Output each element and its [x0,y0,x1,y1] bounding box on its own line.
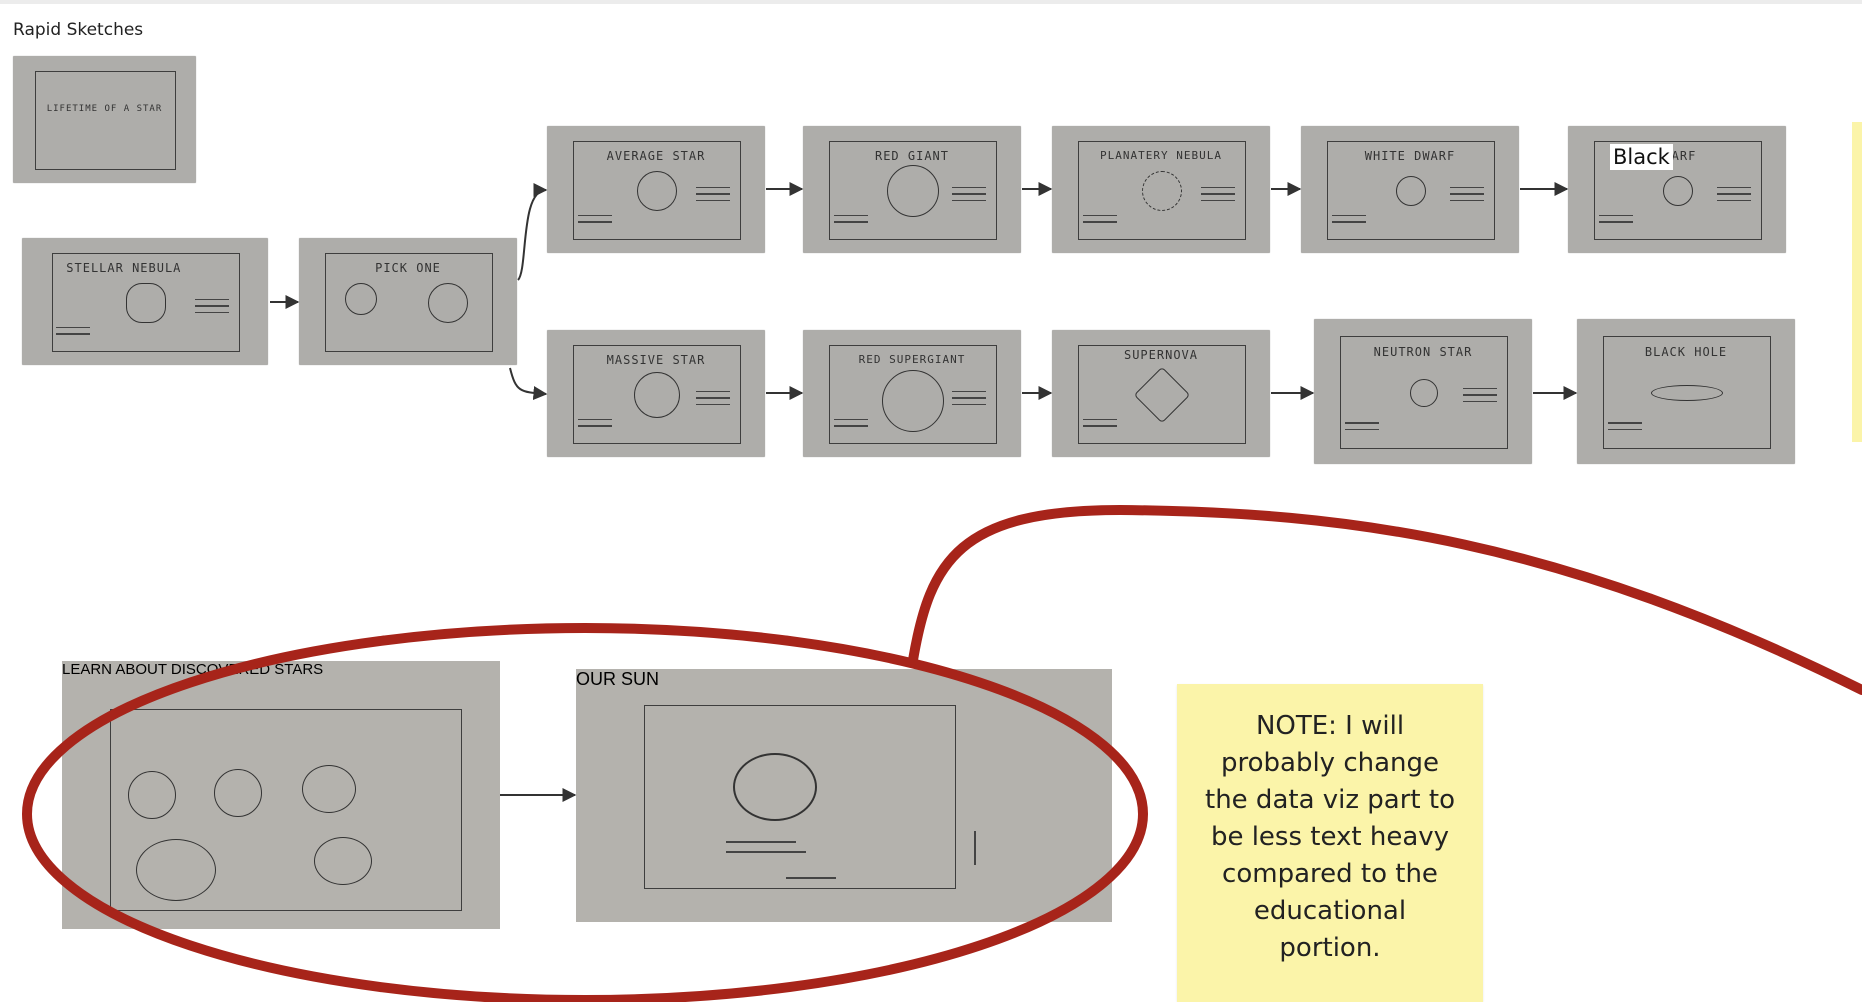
text-lines [1598,210,1633,228]
sketch-pick-one[interactable]: PICK ONE [299,238,517,365]
sketch-border [1603,336,1771,449]
sketch-white-dwarf[interactable]: WHITE DWARF [1301,126,1519,253]
scroll-down-arrow-icon [974,831,976,865]
star-face [1663,175,1693,206]
star-circle [214,769,262,817]
sketch-start-text: LIFETIME OF A STAR [46,104,163,115]
star-circle [302,765,356,813]
sketch-border [51,253,241,352]
massive-star-circle [428,282,469,323]
text-lines [1082,210,1117,228]
sketch-border [1327,141,1495,240]
sketch-average-star-text: AVERAGE STAR [606,148,706,163]
star-face [887,164,939,217]
star-circle [136,839,216,901]
sketch-red-supergiant-text: RED SUPERGIANT [858,352,966,366]
sketch-red-giant-text: RED GIANT [874,148,950,163]
sketch-border [573,345,741,444]
text-lines [1463,383,1498,408]
star-face [1396,175,1426,206]
sketch-neutron-star[interactable]: NEUTRON STAR [1314,319,1532,464]
sticky-note[interactable]: NOTE: I will probably change the data vi… [1177,684,1483,1002]
sketch-border [829,345,997,444]
text-lines [1344,417,1379,435]
sketch-border [573,141,741,240]
sketch-border [829,141,997,240]
frame-title[interactable]: Rapid Sketches [13,20,144,40]
nebula-cloud [126,282,166,323]
sketch-pick-one-text: PICK ONE [375,260,441,275]
sketch-border [325,253,493,352]
sketch-border [34,71,177,170]
text-lines [56,322,91,340]
overlay-black-label[interactable]: Black [1610,144,1673,170]
sketch-stellar-nebula-text: STELLAR NEBULA [66,260,182,275]
sketch-black-hole-text: BLACK HOLE [1644,345,1728,360]
sketch-massive-star-text: MASSIVE STAR [606,352,706,367]
text-lines [696,182,731,207]
text-lines [1082,414,1117,432]
red-circle-annotation [22,623,1148,1002]
sketch-our-sun-text: OUR SUN [576,669,660,689]
text-lines [194,294,229,319]
text-lines [726,851,806,853]
text-lines [1607,417,1642,435]
text-lines [1450,182,1485,207]
sketch-supernova-text: SUPERNOVA [1123,347,1199,362]
sketch-white-dwarf-text: WHITE DWARF [1364,148,1456,163]
sketch-border [644,705,956,889]
sketch-border [1594,141,1762,240]
star-face [882,369,944,432]
text-lines [1331,210,1366,228]
sketch-start-screen[interactable]: LIFETIME OF A STAR [13,56,196,183]
average-star-circle [345,282,378,315]
star-face [634,371,680,418]
sun-circle [733,753,817,821]
nebula-cloud [1142,170,1182,211]
text-lines [952,386,987,411]
text-lines [696,386,731,411]
arrow [517,183,548,281]
sketch-our-sun[interactable]: OUR SUN [576,669,1112,922]
star-face [1410,378,1438,407]
text-lines [577,414,612,432]
sketch-red-supergiant[interactable]: RED SUPERGIANT [803,330,1021,457]
sketch-border [1340,336,1508,449]
text-lines [577,210,612,228]
text-lines [1201,182,1236,207]
text-lines [952,182,987,207]
sticky-note-text: NOTE: I will probably change the data vi… [1205,711,1455,963]
sketch-black-hole[interactable]: BLACK HOLE [1577,319,1795,464]
sketch-border [1078,345,1246,444]
star-face [637,170,677,211]
star-circle [128,771,176,819]
sketch-average-star[interactable]: AVERAGE STAR [547,126,765,253]
black-hole-disc [1651,384,1723,401]
sketch-black-dwarf[interactable]: DWARF [1568,126,1786,253]
red-curve-annotation [908,504,1862,695]
sticky-note-partial[interactable] [1852,122,1862,442]
sketch-red-giant[interactable]: RED GIANT [803,126,1021,253]
arrow [509,367,548,401]
text-lines [726,841,796,843]
sketch-supernova[interactable]: SUPERNOVA [1052,330,1270,457]
text-lines [833,210,868,228]
sketch-border [110,709,462,911]
sketch-stellar-nebula[interactable]: STELLAR NEBULA [22,238,268,365]
top-divider [0,0,1862,4]
sketch-neutron-star-text: NEUTRON STAR [1373,345,1473,360]
star-circle [314,837,372,885]
sketch-planetary-nebula-text: PLANATERY NEBULA [1100,148,1222,162]
text-lines [1717,182,1752,207]
red-annotation [22,504,1862,1002]
sketch-massive-star[interactable]: MASSIVE STAR [547,330,765,457]
sketch-border [1078,141,1246,240]
flow-arrows [270,182,1578,802]
text-lines [786,877,836,879]
text-lines [833,414,868,432]
sketch-planetary-nebula[interactable]: PLANATERY NEBULA [1052,126,1270,253]
